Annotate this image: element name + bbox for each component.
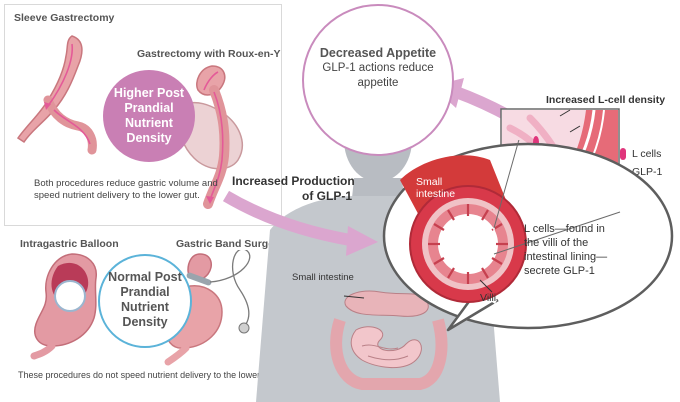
bubble-line: Density — [122, 315, 168, 329]
appetite-body-line: GLP-1 actions reduce — [322, 62, 434, 74]
lcell-description: L cells—found in the villi of the intest… — [524, 222, 607, 278]
sleeve-gastrectomy-title: Sleeve Gastrectomy — [14, 12, 115, 24]
description-line: the villi of the — [524, 237, 589, 249]
intestine-zoom-bubble — [382, 140, 674, 332]
appetite-title: Decreased Appetite — [319, 46, 437, 60]
bubble-line: Nutrient — [121, 300, 169, 314]
appetite-body-line: appetite — [357, 77, 399, 89]
bubble-line: Prandial — [120, 285, 170, 299]
lcell-legend-swatch — [620, 148, 626, 160]
description-line: secrete GLP-1 — [524, 265, 595, 277]
production-arrowhead — [346, 226, 378, 256]
roux-en-y-title: Gastrectomy with Roux-en-Y — [137, 48, 281, 60]
decreased-appetite-text: Decreased Appetite GLP-1 actions reduce … — [302, 46, 454, 91]
bubble-line: Density — [126, 131, 172, 145]
description-line: L cells—found in — [524, 223, 605, 235]
bubble-line: Prandial — [124, 101, 174, 115]
small-intestine-pointer — [343, 295, 365, 299]
abdomen-intestines — [330, 290, 448, 390]
decreased-appetite-circle — [302, 4, 454, 156]
production-line: Increased Production — [232, 174, 355, 188]
production-arrow — [222, 190, 352, 246]
small-intestine-zoom-label: Small intestine — [416, 176, 455, 200]
lcell-density-label: Increased L-cell density — [546, 94, 666, 106]
villi-lines — [428, 204, 508, 284]
glp1-legend-label: GLP-1 — [632, 166, 663, 178]
higher-density-bubble-text: Higher Post Prandial Nutrient Density — [103, 86, 195, 146]
bottom-panel-caption: These procedures do not speed nutrient d… — [18, 370, 278, 380]
villi-label: Villi — [480, 292, 497, 304]
sleeve-stomach-illustration — [16, 35, 97, 155]
intragastric-balloon-title: Intragastric Balloon — [20, 238, 119, 250]
small-intestine-label: Small intestine — [292, 272, 354, 283]
neck-shape — [352, 178, 404, 198]
production-line: of GLP-1 — [302, 189, 352, 203]
description-line: intestinal lining— — [524, 251, 608, 263]
higher-density-bubble — [103, 70, 195, 162]
bubble-line: Higher Post — [113, 86, 185, 100]
top-panel-caption: Both procedures reduce gastric volume an… — [34, 178, 234, 202]
zoom-label-line: Small — [416, 176, 443, 188]
increased-production-label: Increased Production of GLP-1 — [232, 174, 382, 204]
lcell-legend-label: L cells — [632, 148, 662, 160]
bubble-line: Normal Post — [108, 270, 182, 284]
gastric-band-title: Gastric Band Surgery — [176, 238, 284, 250]
bubble-line: Nutrient — [125, 116, 173, 130]
caption-line: Both procedures reduce gastric volume an… — [34, 178, 218, 189]
zoom-label-line: intestine — [416, 188, 456, 200]
normal-density-bubble-text: Normal Post Prandial Nutrient Density — [98, 270, 192, 330]
intragastric-balloon-illustration — [30, 253, 97, 360]
caption-line: speed nutrient delivery to the lower gut… — [34, 190, 200, 201]
normal-density-bubble — [98, 254, 192, 348]
